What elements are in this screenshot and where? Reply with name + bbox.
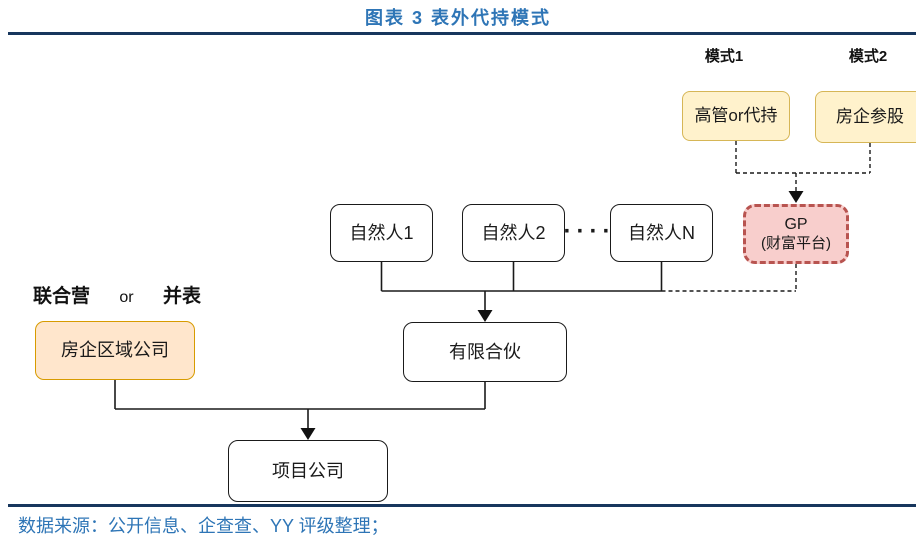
node-natural-person-1: 自然人1 — [330, 204, 433, 262]
node-natural-person-n: 自然人N — [610, 204, 713, 262]
gp-label-line2: (财富平台) — [761, 234, 831, 252]
data-source-note: 数据来源：公开信息、企查查、YY 评级整理； — [18, 516, 389, 536]
dashed-connectors — [661, 141, 871, 292]
node-regional-company: 房企区域公司 — [35, 321, 195, 380]
mode2-label: 模式2 — [848, 48, 888, 65]
node-executive-proxy: 高管or代持 — [682, 91, 790, 141]
node-natural-person-2: 自然人2 — [462, 204, 565, 262]
ellipsis-dots: ···· — [563, 218, 616, 245]
arrowheads — [300, 191, 804, 440]
arrowhead-into-lp — [477, 310, 493, 322]
figure-title: 图表 3 表外代持模式 — [364, 8, 551, 28]
solid-connectors — [114, 262, 663, 429]
header-rule — [8, 32, 916, 35]
annotation-or: or — [119, 289, 134, 306]
annotation-consolidation: 并表 — [162, 286, 201, 307]
footer-rule — [8, 504, 916, 507]
node-limited-partnership: 有限合伙 — [403, 322, 567, 382]
annotation-joint-venture: 联合营 — [33, 286, 91, 307]
arrowhead-into-gp — [788, 191, 804, 203]
node-project-company: 项目公司 — [228, 440, 388, 502]
node-gp-wealth-platform: GP (财富平台) — [743, 204, 849, 264]
consolidation-annotation: 联合营 or 并表 — [33, 281, 201, 308]
node-developer-stake: 房企参股 — [815, 91, 916, 143]
arrowhead-into-project — [300, 428, 316, 440]
mode1-label: 模式1 — [704, 48, 744, 65]
gp-label-line1: GP — [784, 216, 808, 234]
